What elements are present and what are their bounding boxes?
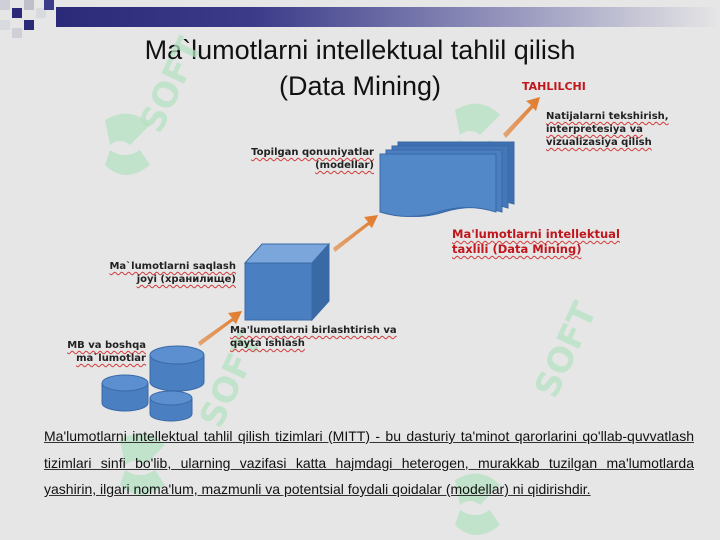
analyst-task-line-1: Natijalarni tekshirish, [546, 111, 669, 122]
storage-cube [243, 242, 331, 322]
sources-label-line-1: MB va boshqa [67, 340, 146, 351]
storage-label-line-1: Ma`lumotlarni saqlash [109, 261, 236, 272]
datamining-label-line-1: Ma'lumotlarni intellektual [452, 227, 620, 241]
analyst-task-line-2: interpretesiya va [546, 124, 643, 135]
patterns-label-line-1: Topilgan qonuniyatlar [251, 147, 374, 158]
watermark-text: SOFT [132, 31, 211, 139]
integration-label-line-2: qayta ishlash [230, 338, 305, 349]
title-bar-decoration [56, 7, 720, 27]
database-cylinders [101, 345, 205, 422]
datamining-label-line-2: taxlili (Data Mining) [452, 242, 582, 256]
title-line-2: (Data Mining) [278, 71, 442, 101]
corner-decoration [0, 0, 720, 40]
analyst-label: TAHLILCHI [522, 80, 586, 93]
slide-title: Ma`lumotlarni intellektual tahlil qilish… [0, 32, 720, 104]
analyst-tasks-label: Natijalarni tekshirish, interpretesiya v… [546, 110, 696, 149]
model-documents [379, 141, 515, 217]
storage-label-line-2: joyi (хранилище) [136, 274, 236, 285]
title-line-1: Ma`lumotlarni intellektual tahlil qilish [144, 35, 576, 65]
sources-label: MB va boshqa ma`lumotlar [50, 339, 146, 365]
patterns-label-line-2: (modellar) [315, 160, 374, 171]
patterns-label: Topilgan qonuniyatlar (modellar) [238, 146, 374, 172]
definition-paragraph: Ma'lumotlarni intellektual tahlil qilish… [44, 428, 694, 497]
integration-label-line-1: Ma'lumotlarni birlashtirish va [230, 325, 397, 336]
sources-label-line-2: ma`lumotlar [76, 353, 146, 364]
storage-label: Ma`lumotlarni saqlash joyi (хранилище) [96, 260, 236, 286]
datamining-label: Ma'lumotlarni intellektual taxlili (Data… [452, 227, 662, 257]
analyst-task-line-3: vizualizasiya qilish [546, 137, 652, 148]
integration-label: Ma'lumotlarni birlashtirish va qayta ish… [230, 324, 410, 350]
watermark-text: SOFT [527, 296, 606, 404]
flow-arrows [198, 97, 540, 346]
